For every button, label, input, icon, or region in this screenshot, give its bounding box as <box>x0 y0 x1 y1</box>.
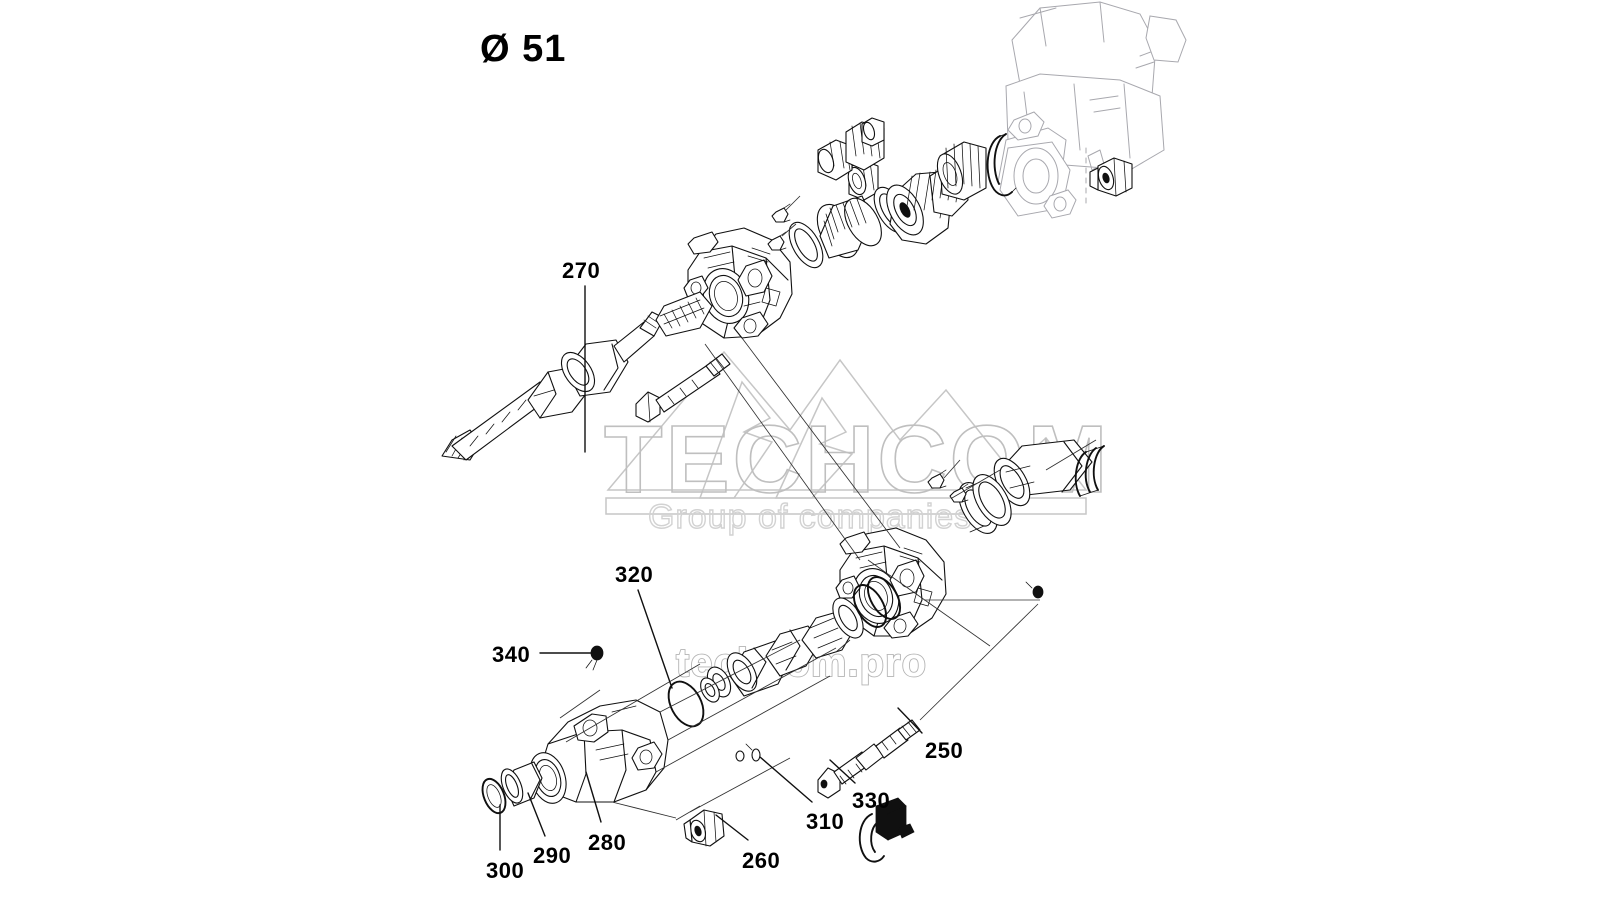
hex-fitting-right <box>1089 157 1133 197</box>
callout-label-320: 320 <box>615 562 654 587</box>
pin-detent <box>1025 581 1044 599</box>
callout-label-340: 340 <box>492 642 531 667</box>
page-title: Ø 51 <box>480 28 567 70</box>
worm-shaft-270 <box>441 291 713 461</box>
callout-label-300: 300 <box>486 858 525 883</box>
piston-rings <box>1074 445 1105 497</box>
upper-housing <box>683 203 793 339</box>
snap-ring <box>986 133 1017 197</box>
mid-housing-bolts <box>927 469 969 503</box>
tie-rod-250 <box>817 719 921 799</box>
roller-bearing <box>816 195 882 259</box>
seal-ring-stack <box>958 474 1012 534</box>
callout-label-310: 310 <box>806 809 845 834</box>
callout-label-270: 270 <box>562 258 601 283</box>
pinion-gear <box>817 117 885 181</box>
upper-gear-stack <box>788 117 1133 269</box>
housing-bolts <box>767 203 791 251</box>
callout-label-280: 280 <box>588 830 627 855</box>
ghost-gearbox-housing <box>997 1 1187 219</box>
construction-lines <box>559 195 1097 821</box>
seal-ring-300 <box>481 777 507 815</box>
mid-housing-assembly <box>835 439 1105 639</box>
bushing-290 <box>500 761 543 807</box>
retaining-clip-330 <box>858 797 915 863</box>
splined-collar <box>936 141 987 201</box>
svg-text:Group of companies: Group of companies <box>648 498 972 536</box>
callout-label-260: 260 <box>742 848 781 873</box>
callout-label-290: 290 <box>533 843 572 868</box>
valve-bolt-310 <box>635 353 731 423</box>
hex-fitting-260 <box>683 809 725 847</box>
lower-housing-assembly <box>481 699 669 815</box>
callout-label-330: 330 <box>852 788 891 813</box>
callout-leaders <box>499 285 923 851</box>
ball-pin-340 <box>585 645 604 671</box>
callout-label-250: 250 <box>925 738 964 763</box>
detent-pins <box>735 743 761 762</box>
